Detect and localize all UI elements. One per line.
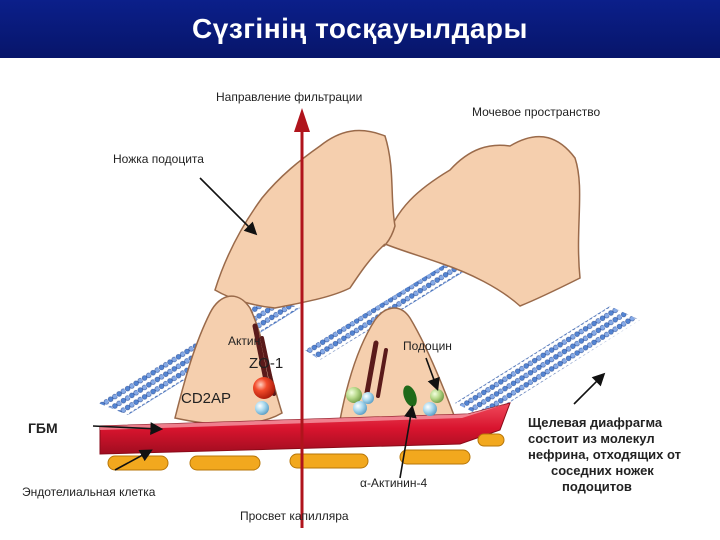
label-capillary-lumen: Просвет капилляра: [240, 509, 349, 523]
protein-molecules: [253, 377, 444, 416]
label-urinary-space: Мочевое пространство: [472, 105, 600, 119]
cd2ap-molecule: [255, 401, 269, 415]
filtration-barrier-diagram: Направление фильтрации Мочевое пространс…: [22, 90, 681, 528]
slide-title: Сүзгінің тосқауылдары: [192, 13, 528, 44]
label-slit-diaphragm-4: соседних ножек: [551, 463, 654, 478]
label-endothelial-cell: Эндотелиальная клетка: [22, 485, 156, 499]
label-filtration-direction: Направление фильтрации: [216, 90, 362, 104]
filtration-arrow: [294, 108, 310, 528]
podocyte-body-front: [214, 129, 396, 309]
label-podocin: Подоцин: [403, 339, 452, 353]
alpha-actinin-molecule: [403, 385, 417, 407]
podocyte-foot-back: [384, 135, 581, 307]
label-alpha-actinin: α-Актинин-4: [360, 476, 427, 490]
zo1-molecule: [253, 377, 275, 399]
title-bar: Сүзгінің тосқауылдары: [0, 0, 720, 58]
label-gbm: ГБМ: [28, 420, 58, 436]
podocin-molecule: [430, 389, 444, 403]
label-cd2ap: CD2AP: [181, 390, 231, 407]
label-zo1: ZO-1: [249, 355, 283, 372]
label-slit-diaphragm-1: Щелевая диафрагма: [528, 415, 663, 430]
label-slit-diaphragm-2: состоит из молекул: [528, 431, 655, 446]
label-podocyte-foot: Ножка подоцита: [113, 152, 204, 166]
label-slit-diaphragm-5: подоцитов: [562, 479, 632, 494]
label-pointers: [92, 177, 606, 479]
gbm-layer: [99, 402, 511, 455]
label-slit-diaphragm-3: нефрина, отходящих от: [528, 447, 681, 462]
label-actin: Актин: [228, 334, 260, 348]
diagram-area: Направление фильтрации Мочевое пространс…: [0, 58, 720, 540]
